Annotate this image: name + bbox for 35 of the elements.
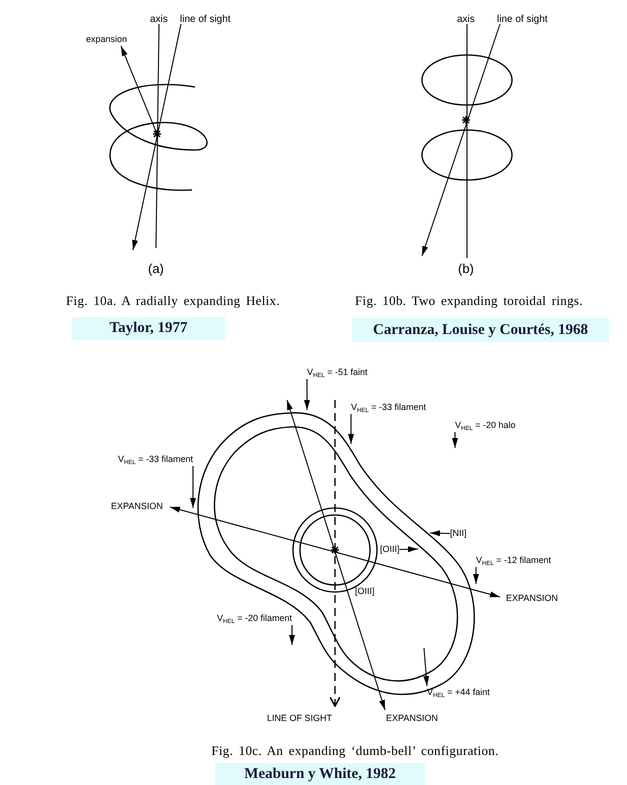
velocity-label: V$_{HEL}$ = -20 halo <box>455 419 516 432</box>
axis-label: axis <box>457 13 475 27</box>
velocity-label: V$_{HEL}$ = -33 filament <box>351 401 426 414</box>
figure-caption: Fig. 10b. Two expanding toroidal rings. <box>355 292 583 310</box>
velocity-label: V$_{HEL}$ = -51 faint <box>307 366 368 379</box>
citation-label: Carranza, Louise y Courtés, 1968 <box>352 318 609 342</box>
leader-line <box>399 546 418 552</box>
velocity-arrow <box>304 378 310 410</box>
velocity-arrow <box>190 466 196 508</box>
velocity-label: V$_{HEL}$ = -33 filament <box>118 453 193 466</box>
velocity-arrow <box>289 624 295 646</box>
citation-label: Taylor, 1977 <box>72 317 225 340</box>
figure-caption: Fig. 10c. An expanding ‘dumb-bell’ configuration. <box>210 742 500 760</box>
emission-line-label: [OIII] <box>355 585 375 598</box>
figure-caption: Fig. 10a. A radially expanding Helix. <box>66 292 280 310</box>
arrow-label: EXPANSION <box>386 712 438 725</box>
velocity-arrow <box>452 432 458 448</box>
velocity-arrow <box>473 566 479 584</box>
axis-label: line of sight <box>497 13 548 27</box>
velocity-arrow <box>423 648 430 686</box>
arrow-label: expansion <box>86 33 128 46</box>
arrow-label: EXPANSION <box>506 592 558 605</box>
panel-label: (b) <box>458 260 474 278</box>
panel-label: (a) <box>148 260 164 278</box>
axis-label: line of sight <box>180 13 231 27</box>
velocity-label: V$_{HEL}$ = -20 filament <box>217 612 292 625</box>
arrow-label: EXPANSION <box>111 500 163 513</box>
axis-label: axis <box>150 13 168 27</box>
citation-label: Meaburn y White, 1982 <box>215 763 425 785</box>
arrow-label: LINE OF SIGHT <box>267 712 332 725</box>
velocity-arrow <box>348 414 354 444</box>
velocity-label: V$_{HEL}$ = -12 filament <box>476 554 551 567</box>
leader-line <box>430 530 450 536</box>
emission-line-label: [NII] <box>450 527 467 540</box>
emission-line-label: [OIII] <box>380 543 400 556</box>
